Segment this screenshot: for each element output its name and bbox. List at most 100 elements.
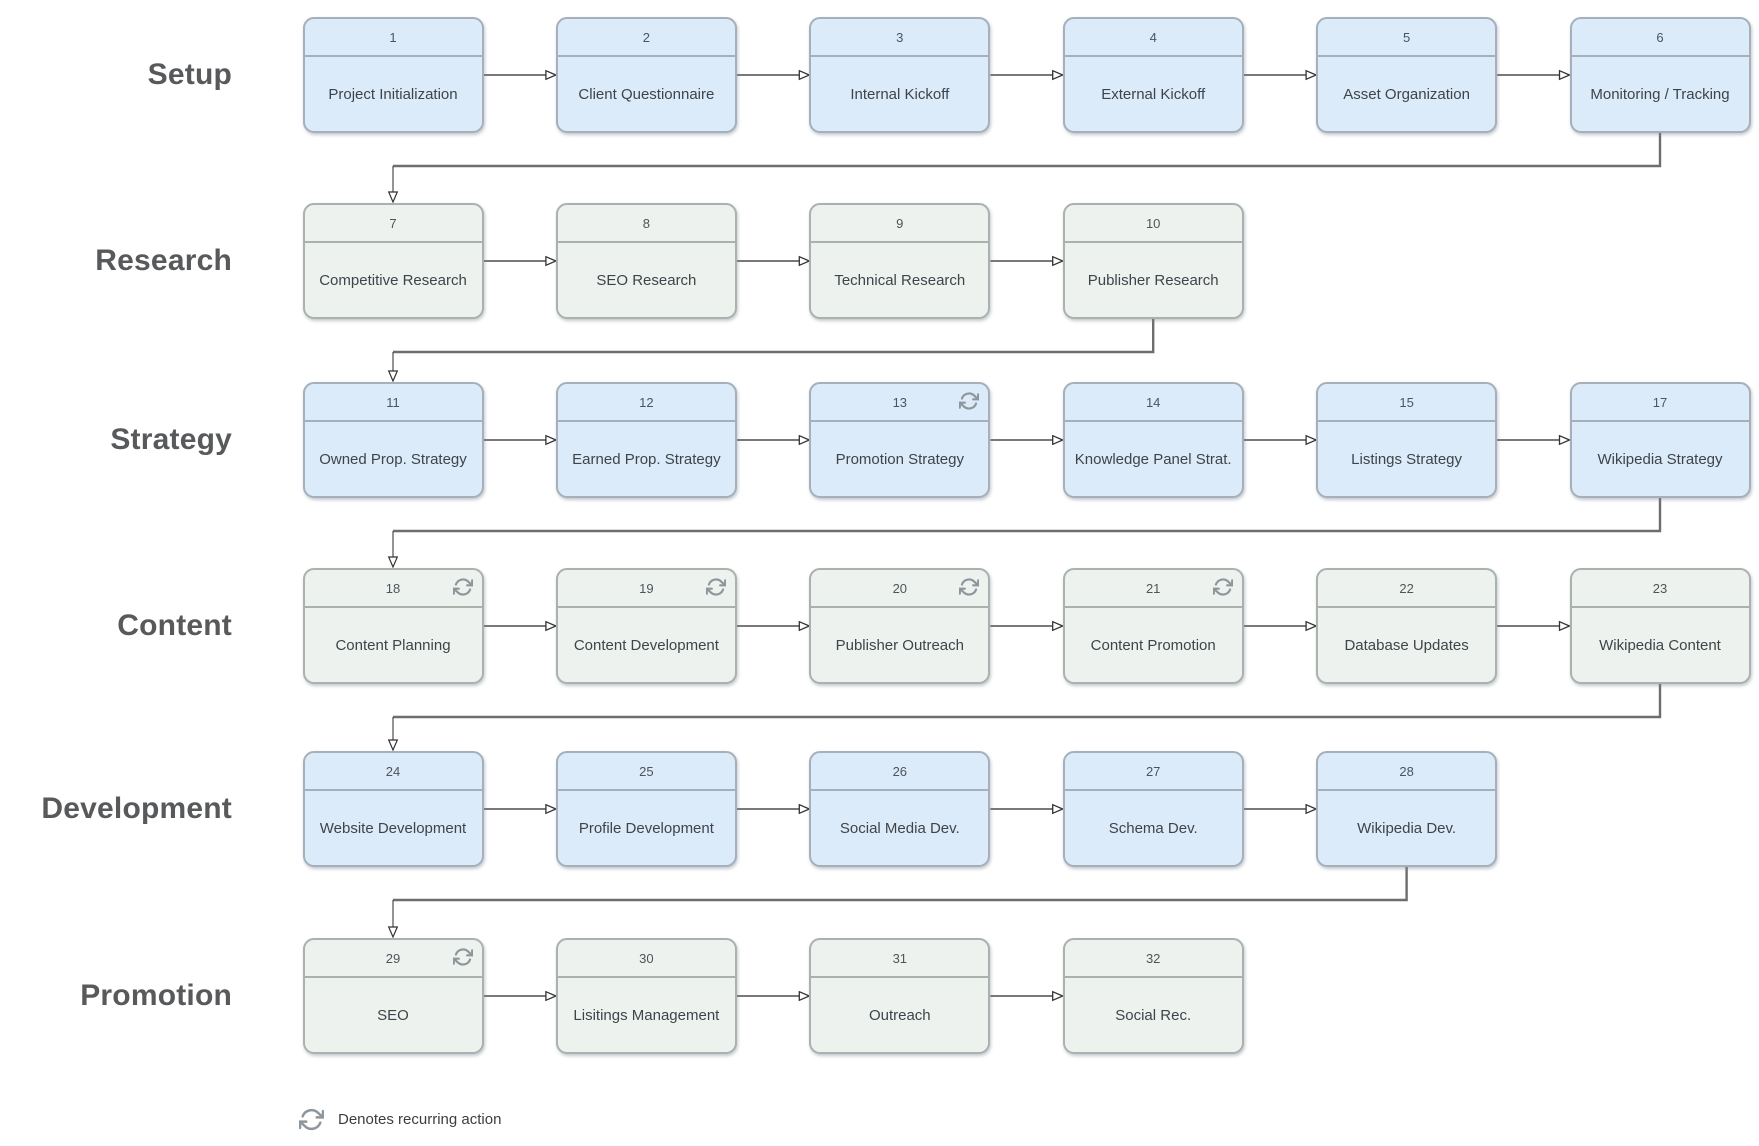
step-box-header: 9 (811, 205, 989, 243)
step-title: Database Updates (1344, 636, 1469, 654)
flow-arrow (736, 434, 811, 446)
step-box-header: 19 (557, 570, 735, 608)
step-number: 24 (385, 763, 401, 779)
step-box-header: 11 (304, 384, 482, 422)
step-title: Wikipedia Dev. (1357, 819, 1457, 837)
step-box-header: 30 (557, 940, 735, 978)
return-connector (387, 133, 1662, 204)
return-connector (387, 684, 1662, 752)
step-number: 26 (892, 763, 908, 779)
step-box-header: 15 (1318, 384, 1496, 422)
row-label-research: Research (95, 244, 232, 277)
step-number: 18 (385, 580, 401, 596)
flow-arrow (1243, 803, 1318, 815)
flow-arrow (736, 69, 811, 81)
step-number: 10 (1145, 215, 1161, 231)
row-label-content: Content (117, 609, 232, 642)
step-title: Outreach (868, 1006, 931, 1024)
step-number: 31 (892, 950, 908, 966)
legend: Denotes recurring action (299, 1104, 501, 1134)
step-title: Owned Prop. Strategy (319, 450, 467, 468)
step-number: 29 (385, 950, 401, 966)
step-box-header: 1 (304, 19, 482, 57)
step-title: Earned Prop. Strategy (572, 450, 721, 468)
step-box-header: 5 (1318, 19, 1496, 57)
step-box-header: 22 (1318, 570, 1496, 608)
step-box-header: 28 (1318, 753, 1496, 791)
step-title: Wikipedia Content (1599, 636, 1721, 654)
step-number: 14 (1145, 394, 1161, 410)
step-box-header: 21 (1064, 570, 1242, 608)
step-number: 2 (642, 29, 650, 45)
step-box-header: 13 (811, 384, 989, 422)
step-box-header: 7 (304, 205, 482, 243)
step-box-header: 23 (1571, 570, 1749, 608)
flow-arrow (1497, 620, 1572, 632)
step-box-header: 3 (811, 19, 989, 57)
flow-arrow (483, 803, 558, 815)
step-number: 13 (892, 394, 908, 410)
step-number: 23 (1652, 580, 1668, 596)
row-label-development: Development (41, 792, 232, 825)
step-title: Internal Kickoff (850, 85, 950, 103)
step-number: 15 (1399, 394, 1414, 410)
step-number: 8 (642, 215, 650, 231)
step-title: Competitive Research (319, 271, 467, 289)
step-box-header: 10 (1064, 205, 1242, 243)
step-box-header: 32 (1064, 940, 1242, 978)
step-box-header: 4 (1064, 19, 1242, 57)
step-box-header: 14 (1064, 384, 1242, 422)
recurring-icon (959, 392, 980, 410)
step-number: 25 (639, 763, 654, 779)
step-number: 28 (1399, 763, 1414, 779)
recurring-icon (1212, 578, 1233, 596)
step-number: 30 (639, 950, 654, 966)
return-connector (387, 867, 1408, 939)
step-title: Client Questionnaire (578, 85, 715, 103)
step-box-header: 17 (1571, 384, 1749, 422)
step-number: 11 (386, 394, 400, 410)
flow-arrow (1243, 620, 1318, 632)
step-box-header: 20 (811, 570, 989, 608)
step-box-header: 6 (1571, 19, 1749, 57)
step-title: Social Rec. (1115, 1006, 1192, 1024)
flow-arrow (483, 434, 558, 446)
flow-arrow (483, 620, 558, 632)
step-title: Promotion Strategy (835, 450, 964, 468)
return-connector (387, 319, 1155, 383)
step-number: 6 (1656, 29, 1664, 45)
step-number: 27 (1145, 763, 1161, 779)
step-title: Publisher Outreach (835, 636, 964, 654)
flow-arrow (736, 255, 811, 267)
step-title: Wikipedia Strategy (1597, 450, 1723, 468)
flow-arrow (990, 255, 1065, 267)
step-title: Lisitings Management (573, 1006, 720, 1024)
step-title: SEO (377, 1006, 409, 1024)
step-title: Profile Development (578, 819, 714, 837)
flow-arrow (736, 620, 811, 632)
step-title: External Kickoff (1101, 85, 1206, 103)
step-title: Publisher Research (1087, 271, 1219, 289)
step-box-header: 8 (557, 205, 735, 243)
step-title: Content Development (573, 636, 719, 654)
recurring-icon (705, 578, 726, 596)
